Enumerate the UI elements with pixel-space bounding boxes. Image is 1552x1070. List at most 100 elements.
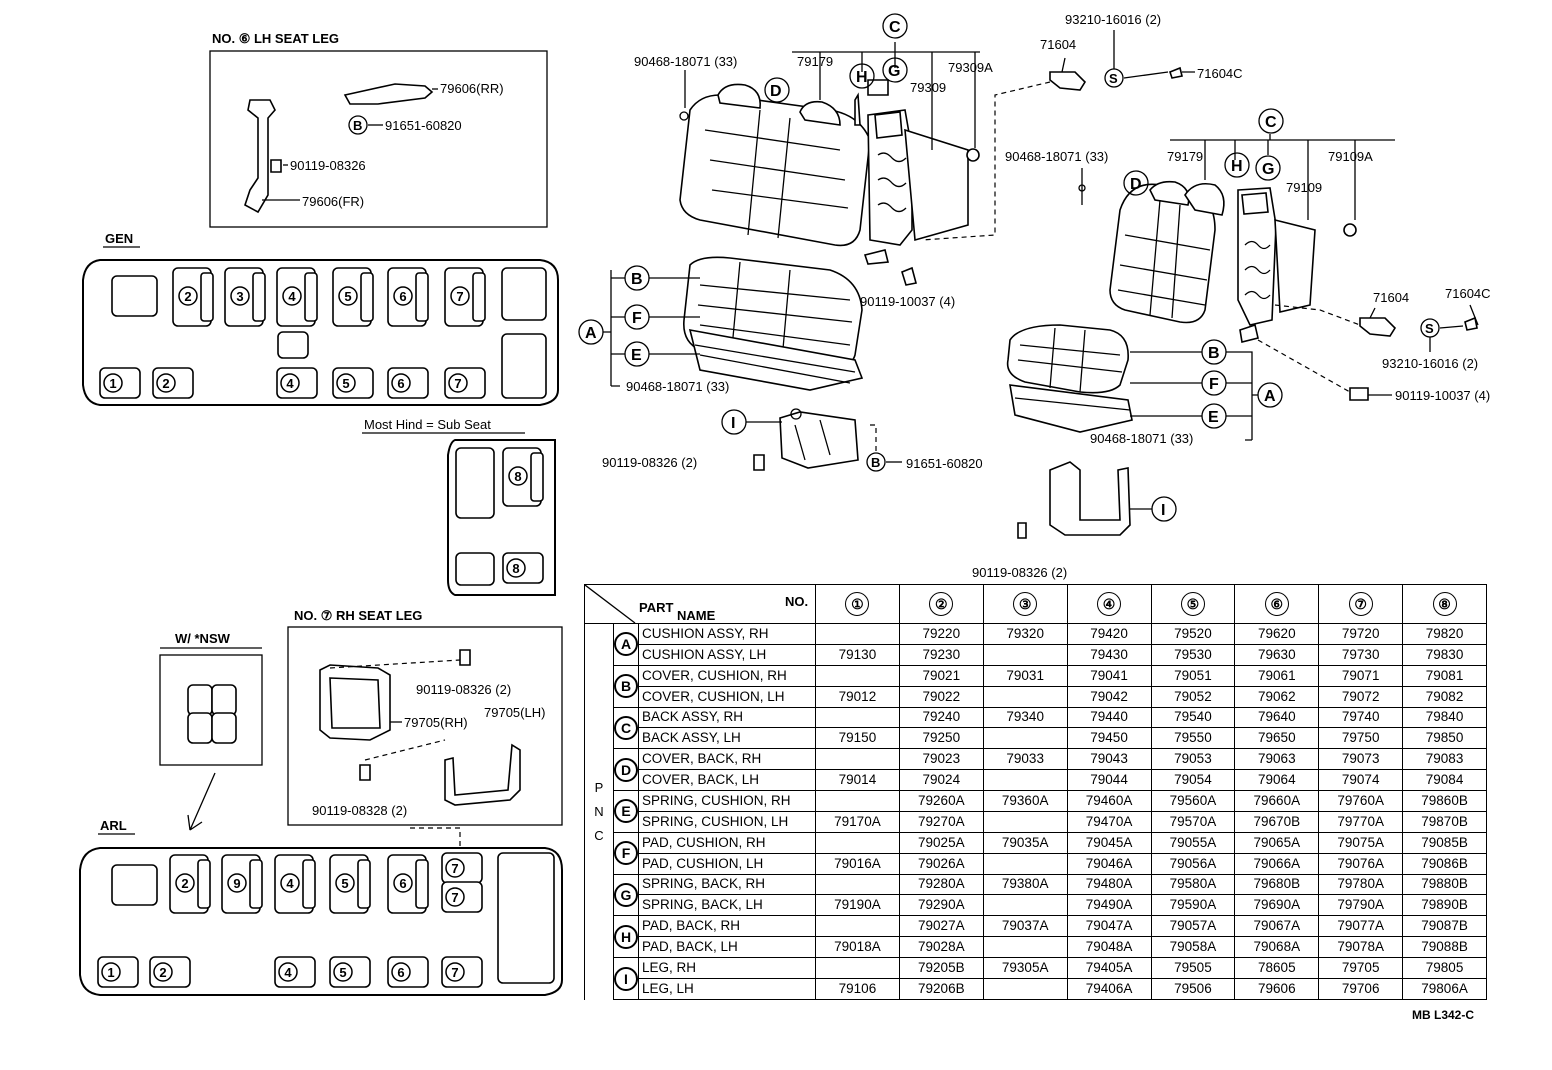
svg-text:F: F [632, 310, 642, 327]
part-number-cell: 79022 [898, 685, 984, 708]
callout-single-90119-08326: 90119-08326 (2) [972, 565, 1067, 580]
part-number-cell: 79690A [1234, 894, 1320, 917]
arl-driver-seat [111, 864, 158, 906]
column-header-7: ⑦ [1318, 584, 1404, 624]
group-cell: B [613, 664, 639, 708]
part-number-cell: 79380A [982, 873, 1068, 896]
callout-bench-79309a: 79309A [948, 60, 993, 75]
nsw-box [159, 654, 263, 766]
part-number-cell: 79790A [1318, 894, 1404, 917]
callout-79606rr: 79606(RR) [440, 81, 504, 96]
gen-vehicle-outline [82, 259, 559, 406]
svg-text:4: 4 [284, 965, 292, 980]
svg-text:7: 7 [454, 376, 461, 391]
part-number-cell: 79780A [1318, 873, 1404, 896]
part-number-cell: 79505 [1150, 957, 1236, 979]
gen-rear-seat-bottom [501, 333, 547, 399]
group-cell: H [613, 915, 639, 958]
part-number-cell: 79820 [1402, 623, 1487, 645]
gen-seat-row2-7: 7 [444, 367, 486, 399]
gen-seat-row2-6: 6 [387, 367, 429, 399]
part-number-cell: 79830 [1402, 643, 1487, 666]
column-header-3: ③ [982, 584, 1068, 624]
part-number-cell: 79406A [1066, 977, 1152, 1001]
callout-rh-90119-08326: 90119-08326 (2) [416, 682, 511, 697]
arl-seat-row1-6: 6 [387, 854, 429, 914]
part-number-cell [815, 706, 900, 729]
svg-text:G: G [888, 63, 900, 80]
arl-seat-row1-4: 4 [274, 854, 316, 914]
part-name: LEG, LH [638, 977, 816, 1001]
part-number-cell: 79230 [898, 643, 984, 666]
svg-text:7: 7 [451, 965, 458, 980]
callout-91651-60820: 91651-60820 [385, 118, 462, 133]
svg-text:9: 9 [233, 876, 240, 891]
callout-single-93210: 93210-16016 (2) [1382, 356, 1478, 371]
group-letter: G [614, 882, 638, 907]
part-number-cell: 79550 [1150, 727, 1236, 750]
part-number-cell: 79041 [1066, 664, 1152, 687]
column-header-6: ⑥ [1234, 584, 1320, 624]
group-letter: D [614, 757, 638, 782]
part-number-cell: 79840 [1402, 706, 1487, 729]
svg-text:B: B [1208, 345, 1220, 362]
part-number-cell: 79250 [898, 727, 984, 750]
callout-single-90119-10037: 90119-10037 (4) [1395, 388, 1490, 403]
part-number-cell: 79068A [1234, 936, 1320, 958]
callout-79606fr: 79606(FR) [302, 194, 364, 209]
part-number-cell: 79630 [1234, 643, 1320, 666]
gen-seat-row1-4: 4 [276, 267, 318, 327]
arl-seat-row2-5: 5 [329, 956, 371, 988]
part-number-cell: 79290A [898, 894, 984, 917]
group-cell: C [613, 706, 639, 750]
callout-90119-08328: 90119-08328 (2) [312, 803, 407, 818]
part-number-cell: 79088B [1402, 936, 1487, 958]
gen-seat-row2-2: 2 [152, 367, 194, 399]
sub-seat-8-top: 8 [502, 447, 544, 507]
part-number-cell: 79047A [1066, 915, 1152, 938]
svg-text:2: 2 [162, 376, 169, 391]
part-number-cell: 79026A [898, 852, 984, 875]
part-number-cell: 79460A [1066, 790, 1152, 812]
svg-text:4: 4 [286, 876, 294, 891]
nsw-arrow [187, 772, 216, 831]
part-number-cell: 79806A [1402, 977, 1487, 1001]
svg-text:2: 2 [159, 965, 166, 980]
group-cell: A [613, 623, 639, 666]
arl-seat-7-mid: 7 [441, 881, 483, 913]
part-number-cell: 79071 [1318, 664, 1404, 687]
pnc-label: P N C [584, 623, 614, 1000]
column-number: ⑤ [1180, 592, 1205, 616]
part-number-cell: 79048A [1066, 936, 1152, 958]
svg-text:7: 7 [456, 289, 463, 304]
part-number-cell: 79037A [982, 915, 1068, 938]
part-number-cell: 79450 [1066, 727, 1152, 750]
group-cell: G [613, 873, 639, 917]
part-number-cell: 79805 [1402, 957, 1487, 979]
nsw-label: W/ *NSW [175, 631, 231, 646]
part-number-cell: 79580A [1150, 873, 1236, 896]
part-number-cell: 79106 [815, 977, 900, 1001]
arl-vehicle-outline [79, 847, 563, 996]
part-number-cell: 79640 [1234, 706, 1320, 729]
part-number-cell: 79042 [1066, 685, 1152, 708]
part-number-cell: 79062 [1234, 685, 1320, 708]
part-name: PAD, BACK, LH [638, 936, 816, 958]
callout-bench-71604: 71604 [1040, 37, 1076, 52]
part-number-cell: 79680B [1234, 873, 1320, 896]
part-number-cell: 79077A [1318, 915, 1404, 938]
group-letter: B [614, 674, 638, 699]
callout-single-79109a: 79109A [1328, 149, 1373, 164]
gen-seat-row1-3: 3 [224, 267, 266, 327]
gen-driver-seat [111, 275, 158, 317]
callout-single-71604: 71604 [1373, 290, 1409, 305]
part-number-cell: 79320 [982, 623, 1068, 645]
part-number-cell: 79130 [815, 643, 900, 666]
part-number-cell: 79054 [1150, 769, 1236, 791]
svg-text:4: 4 [288, 289, 296, 304]
part-number-cell [815, 873, 900, 896]
